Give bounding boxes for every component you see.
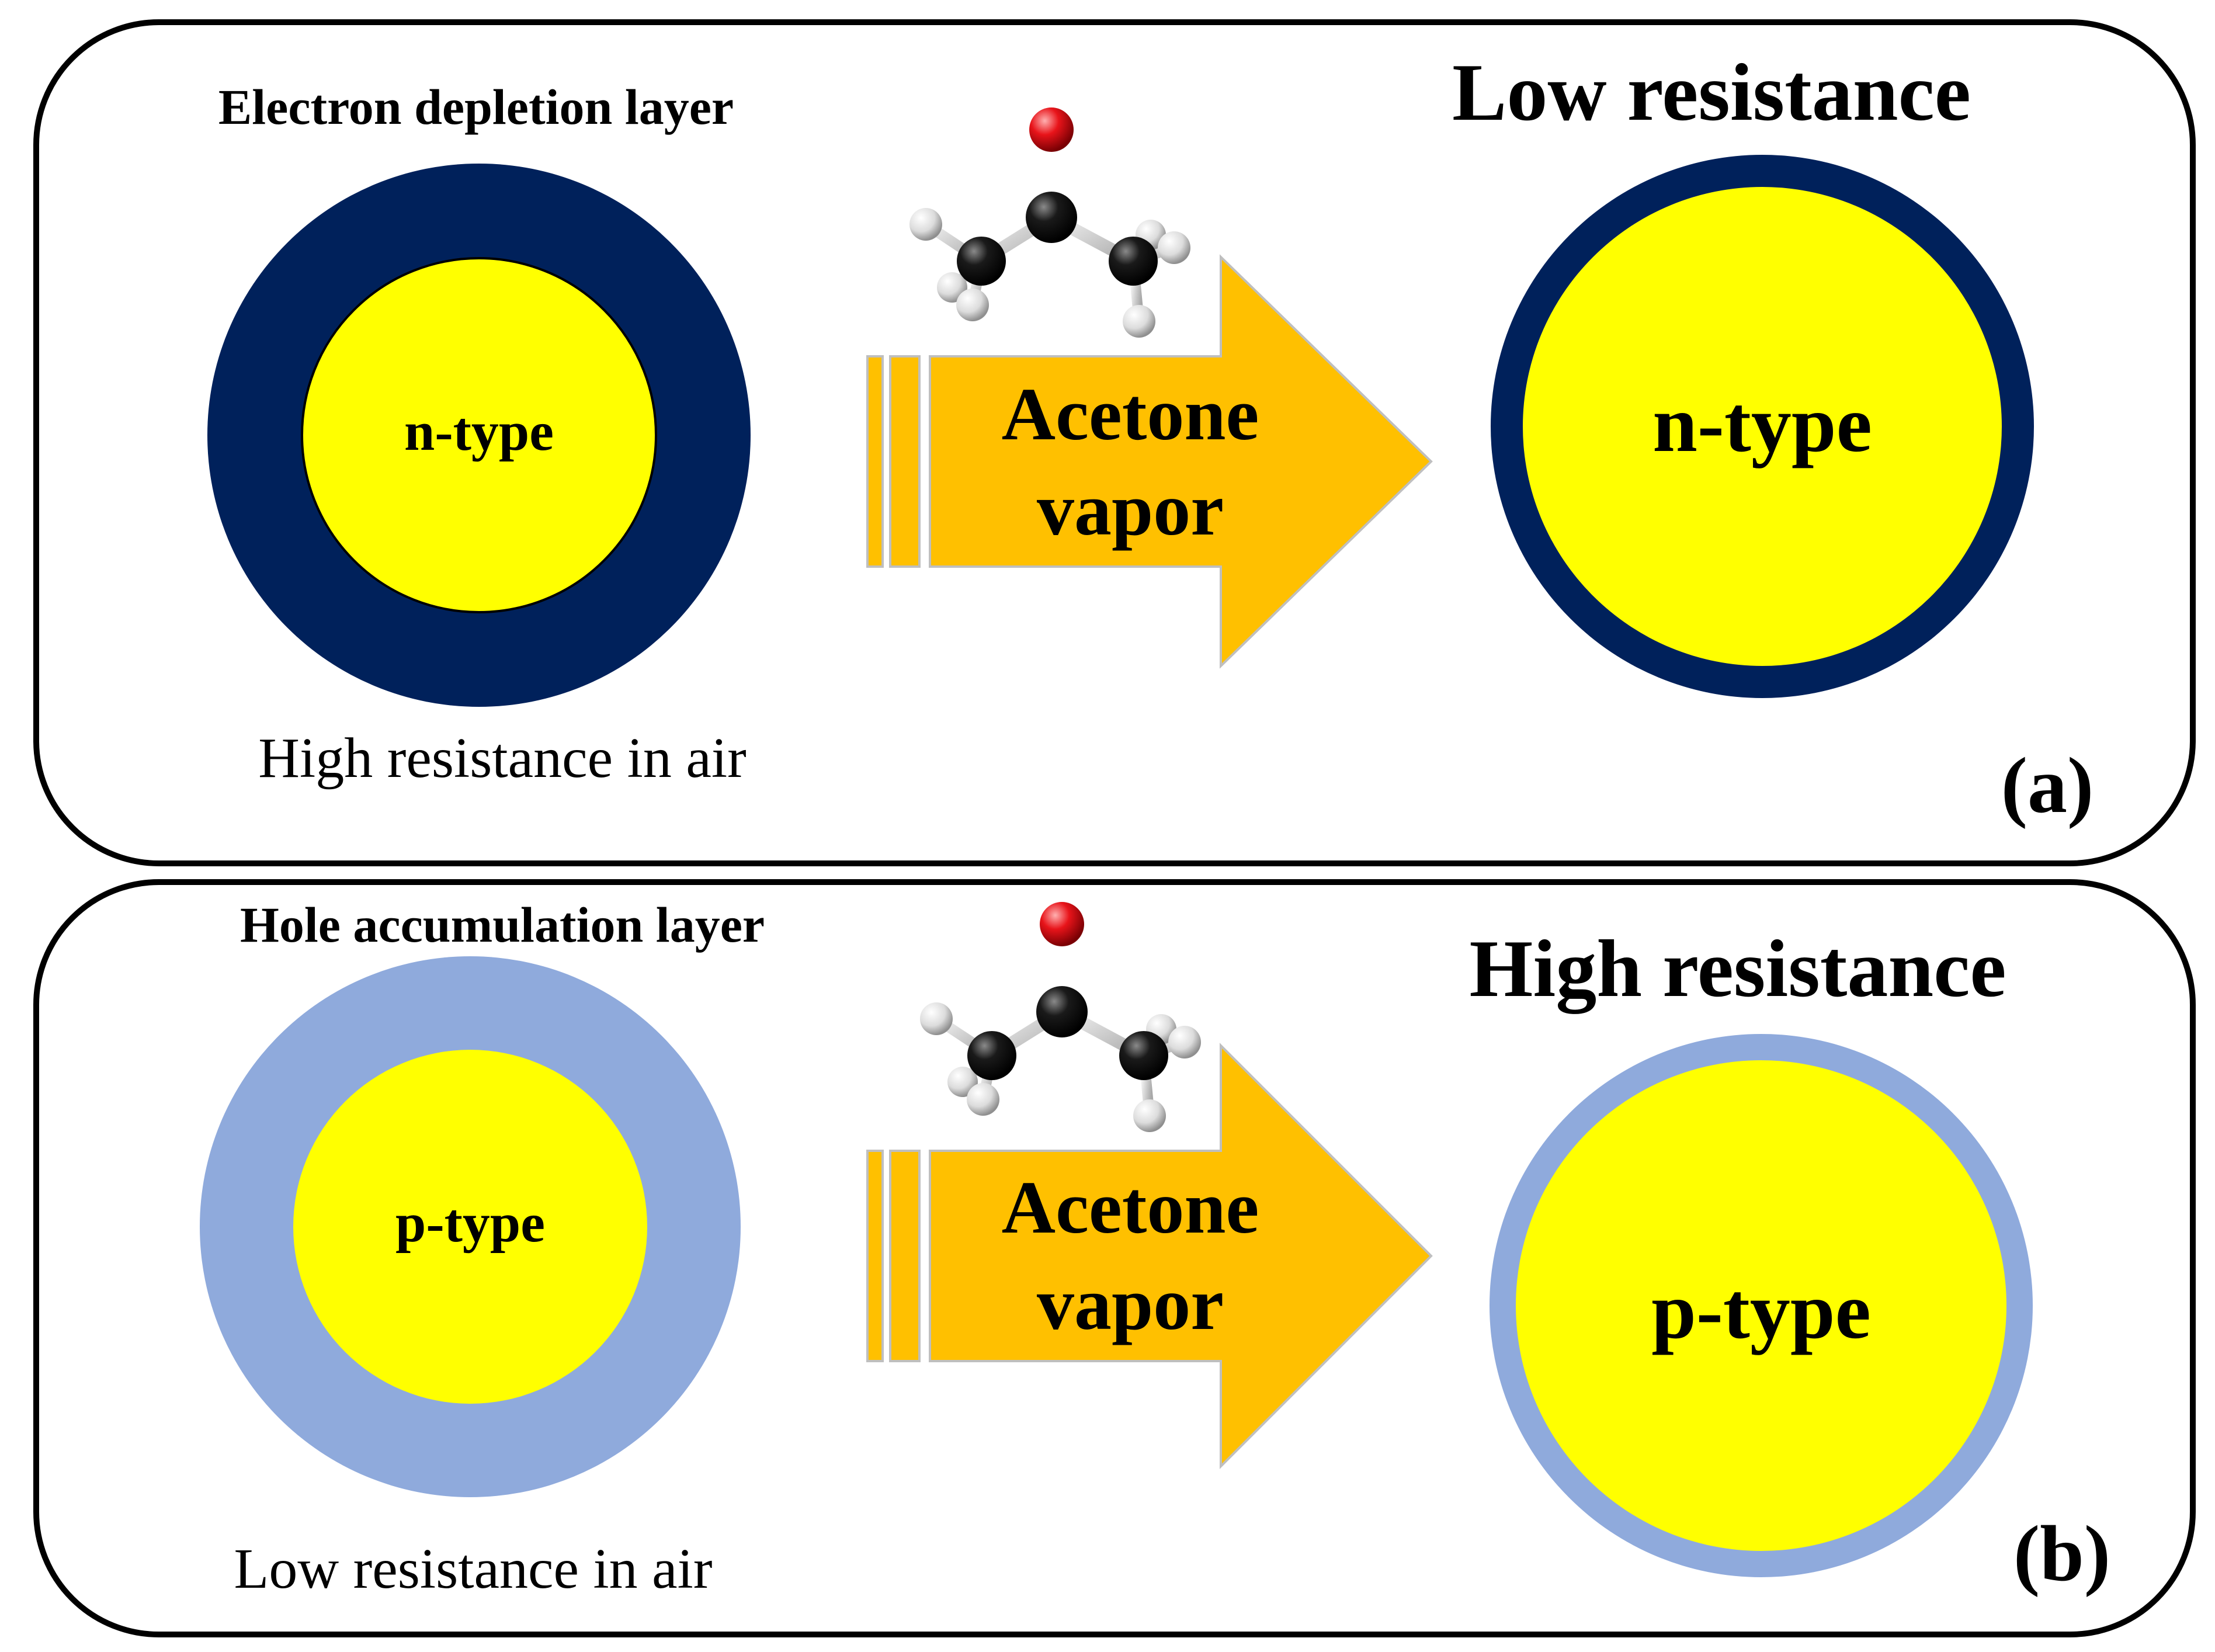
vapor-label: vapor (1037, 1262, 1224, 1345)
p-type-label-right: p-type (1651, 1266, 1871, 1355)
panel-label-a: (a) (2001, 742, 2094, 830)
acetone-vapor-arrow-b: Acetone vapor (866, 1043, 1433, 1469)
arrow-stripe (866, 355, 884, 568)
high-resistance-label: High resistance (1469, 924, 2006, 1014)
panel-a: Electron depletion layer n-type High res… (33, 19, 2196, 866)
acetone-label: Acetone (1002, 1166, 1259, 1249)
n-type-core-right (1523, 187, 2002, 666)
electron-depletion-layer-label: Electron depletion layer (218, 79, 734, 135)
vapor-label: vapor (1037, 468, 1224, 551)
p-type-core-left (293, 1050, 647, 1404)
arrow-body (929, 254, 1433, 669)
low-resistance-in-air-label: Low resistance in air (234, 1538, 712, 1601)
low-resistance-label: Low resistance (1452, 47, 1971, 138)
panel-b: Hole accumulation layer p-type Low resis… (33, 879, 2196, 1637)
arrow-body (929, 1043, 1433, 1469)
n-type-label-left: n-type (404, 401, 554, 462)
arrow-stripe (866, 1150, 884, 1362)
panel-label-b: (b) (2013, 1510, 2110, 1598)
n-type-label-right: n-type (1652, 379, 1872, 468)
p-type-label-left: p-type (395, 1193, 545, 1254)
hole-accumulation-layer-label: Hole accumulation layer (240, 897, 765, 953)
p-type-core-right (1516, 1060, 2006, 1551)
acetone-vapor-arrow-a: Acetone vapor (866, 254, 1433, 669)
n-type-core-left (301, 257, 657, 613)
high-resistance-in-air-label: High resistance in air (258, 727, 746, 790)
acetone-label: Acetone (1002, 373, 1259, 456)
arrow-stripe (889, 1150, 921, 1362)
arrow-stripe (889, 355, 921, 568)
